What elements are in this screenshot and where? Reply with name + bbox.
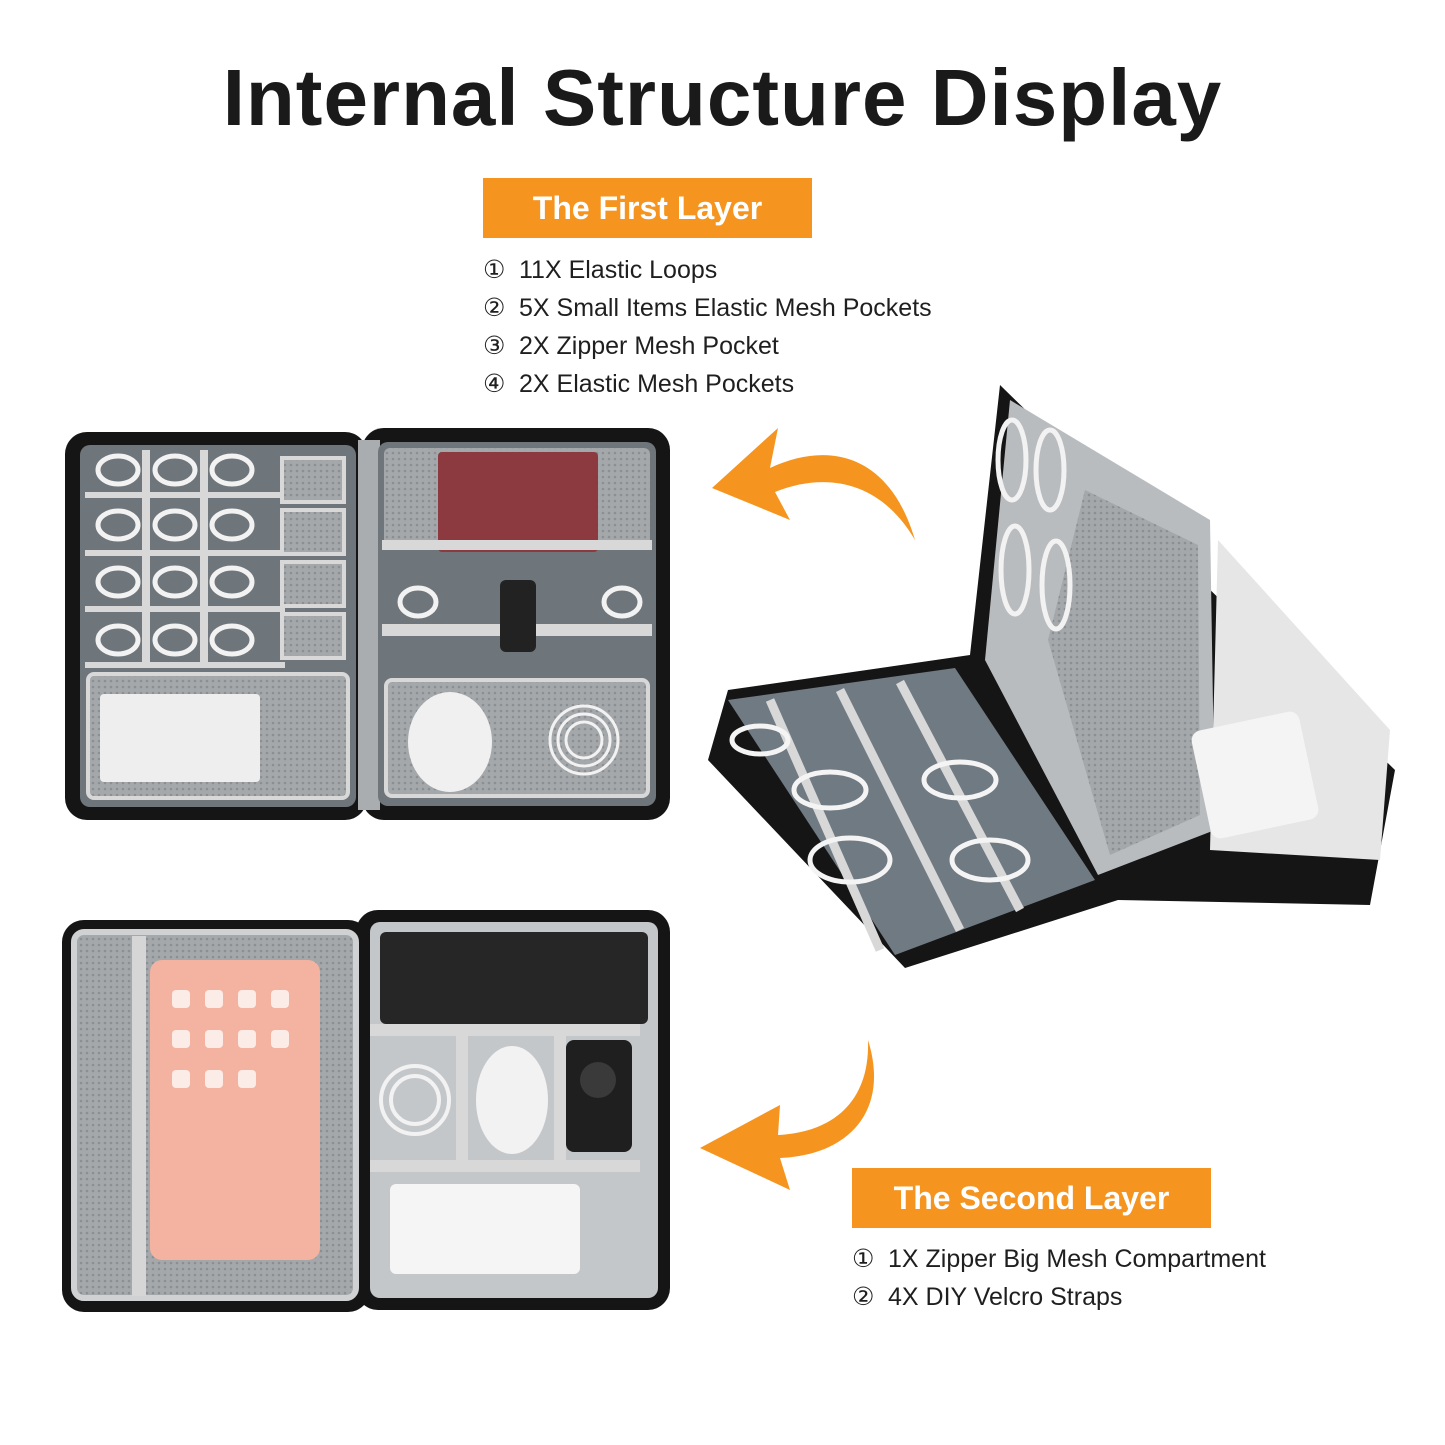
mouse xyxy=(476,1046,548,1154)
first-layer-badge: The First Layer xyxy=(483,178,812,238)
curved-arrow-icon xyxy=(712,428,915,540)
elastic-strap xyxy=(382,540,652,550)
charger-cable xyxy=(379,1064,451,1136)
case-spine xyxy=(358,440,380,810)
camera-battery xyxy=(500,580,536,652)
velcro-dividers xyxy=(370,1024,640,1172)
curved-arrow-icon xyxy=(700,1040,875,1190)
top-compartment xyxy=(380,932,648,1024)
power-bank xyxy=(1191,711,1319,839)
cable-loops xyxy=(995,417,1073,632)
app-icons xyxy=(172,990,289,1088)
first-layer-case xyxy=(65,428,670,820)
power-bank xyxy=(390,1184,580,1274)
lid-mesh-pocket xyxy=(1048,490,1200,855)
passport xyxy=(438,452,598,552)
power-bank xyxy=(100,694,260,782)
elastic-straps xyxy=(85,450,285,668)
cables xyxy=(729,723,1031,885)
second-layer-badge: The Second Layer xyxy=(852,1168,1211,1228)
coiled-cable xyxy=(548,704,620,776)
camera-lens xyxy=(580,1062,616,1098)
mesh-zipper xyxy=(132,936,146,1296)
cable-loops xyxy=(95,453,255,657)
page-title: Internal Structure Display xyxy=(222,53,1223,142)
second-layer-case xyxy=(62,910,670,1312)
mouse xyxy=(408,692,492,792)
perspective-case xyxy=(708,385,1395,968)
cables xyxy=(397,585,643,619)
small-mesh-pockets xyxy=(280,456,346,660)
